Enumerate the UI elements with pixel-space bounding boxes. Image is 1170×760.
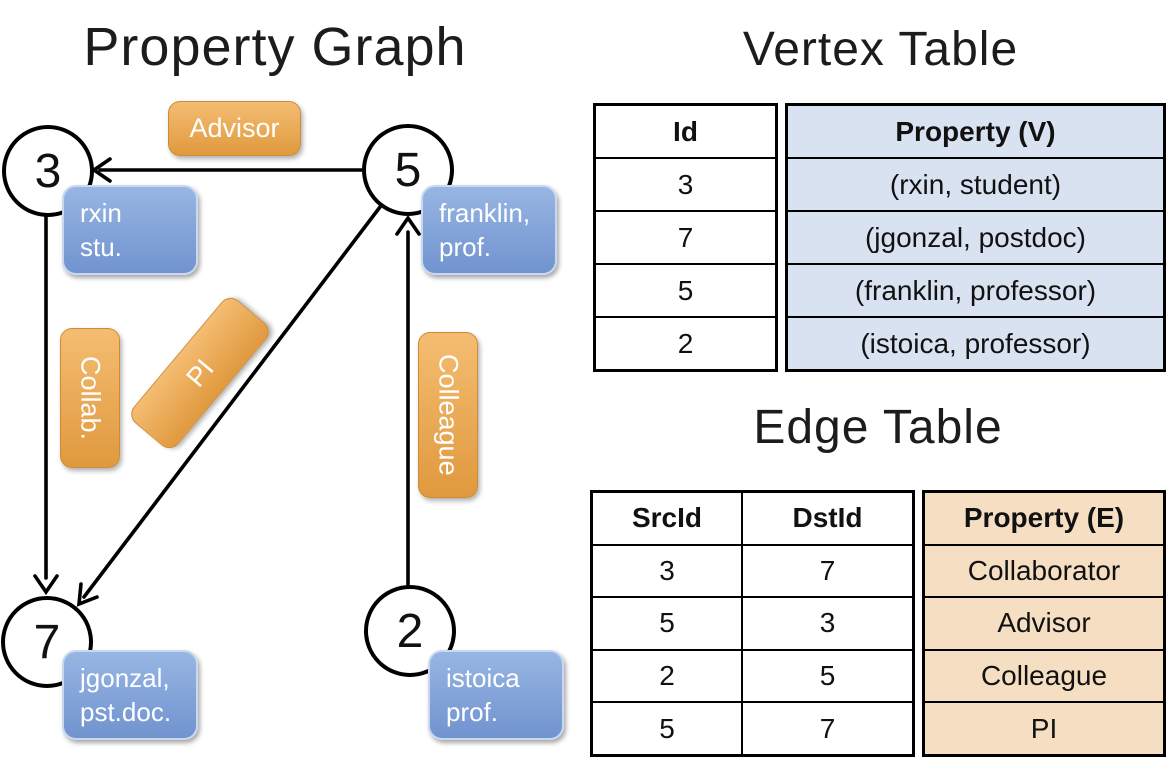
arrowhead-2-5	[395, 214, 421, 236]
vertex-id: 7	[33, 615, 61, 669]
column-header: Property (E)	[963, 502, 1125, 534]
table-cell: 7	[596, 210, 775, 263]
vertex-property-box-5: franklin, prof.	[421, 185, 557, 275]
vertex-table-property-column: Property (V) (rxin, student) (jgonzal, p…	[785, 103, 1166, 372]
graph-title: Property Graph	[83, 17, 467, 77]
vertex-property-line: stu.	[80, 231, 122, 262]
column-header: SrcId	[631, 502, 703, 534]
table-cell: 7	[741, 545, 912, 597]
vertex-property-line: jgonzal,	[80, 663, 170, 693]
table-row: 2 5	[593, 648, 912, 702]
table-cell: (rxin, student)	[788, 157, 1163, 210]
vertex-property-line: prof.	[439, 231, 492, 262]
column-header: DstId	[741, 493, 912, 544]
table-cell: (franklin, professor)	[788, 263, 1163, 316]
vertex-property-line: istoica	[446, 663, 520, 693]
graph-edges	[33, 157, 421, 607]
edge-table-property-column: Property (E) Collaborator Advisor Collea…	[922, 490, 1166, 757]
table-cell: 5	[596, 263, 775, 316]
column-header: Property (V)	[895, 115, 1056, 147]
table-cell: 5	[659, 607, 675, 639]
table-row: SrcId DstId	[593, 493, 912, 544]
vertex-property-box-2: istoica prof.	[428, 650, 564, 740]
arrowhead-5-7	[76, 582, 99, 607]
edge-5-7	[82, 205, 382, 599]
vertex-id: 2	[396, 604, 424, 658]
vertex-node-2: 2	[364, 585, 456, 677]
arrowhead-5-3	[90, 157, 112, 183]
table-cell: 2	[659, 660, 675, 692]
vertex-id: 5	[394, 143, 422, 197]
table-cell: (jgonzal, postdoc)	[788, 210, 1163, 263]
table-cell: 3	[596, 157, 775, 210]
table-cell: Advisor	[925, 596, 1163, 649]
table-cell: Colleague	[925, 648, 1163, 702]
table-row: 5 3	[593, 596, 912, 649]
column-header: Id	[673, 115, 698, 147]
table-cell: Collaborator	[925, 543, 1163, 597]
table-cell: (istoica, professor)	[788, 316, 1163, 369]
edge-label-collab: Collab.	[60, 328, 120, 468]
table-row: 5 7	[593, 701, 912, 754]
table-cell: 5	[741, 650, 912, 702]
table-cell: 5	[659, 712, 675, 744]
table-cell: PI	[925, 701, 1163, 754]
table-cell: 7	[741, 703, 912, 754]
table-cell: 3	[659, 554, 675, 586]
vertex-property-line: pst.doc.	[80, 696, 172, 727]
table-row: 3 7	[593, 543, 912, 597]
vertex-property-line: franklin,	[439, 198, 531, 228]
vertex-property-box-3: rxin stu.	[62, 185, 198, 275]
vertex-table-title: Vertex Table	[742, 23, 1019, 76]
edge-label-colleague: Colleague	[418, 332, 478, 498]
edge-table-src-dst-columns: SrcId DstId 3 7 5 3 2 5 5 7	[590, 490, 915, 757]
arrowhead-3-7	[33, 574, 59, 596]
vertex-property-line: prof.	[446, 696, 499, 727]
vertex-property-box-7: jgonzal, pst.doc.	[62, 650, 198, 740]
vertex-property-line: rxin	[80, 198, 122, 228]
edge-table-title: Edge Table	[753, 401, 1003, 454]
vertex-table-id-column: Id 3 7 5 2	[593, 103, 778, 372]
vertex-id: 3	[34, 144, 62, 198]
table-cell: 2	[596, 316, 775, 369]
table-cell: 3	[741, 598, 912, 649]
edge-label-advisor: Advisor	[168, 101, 301, 156]
